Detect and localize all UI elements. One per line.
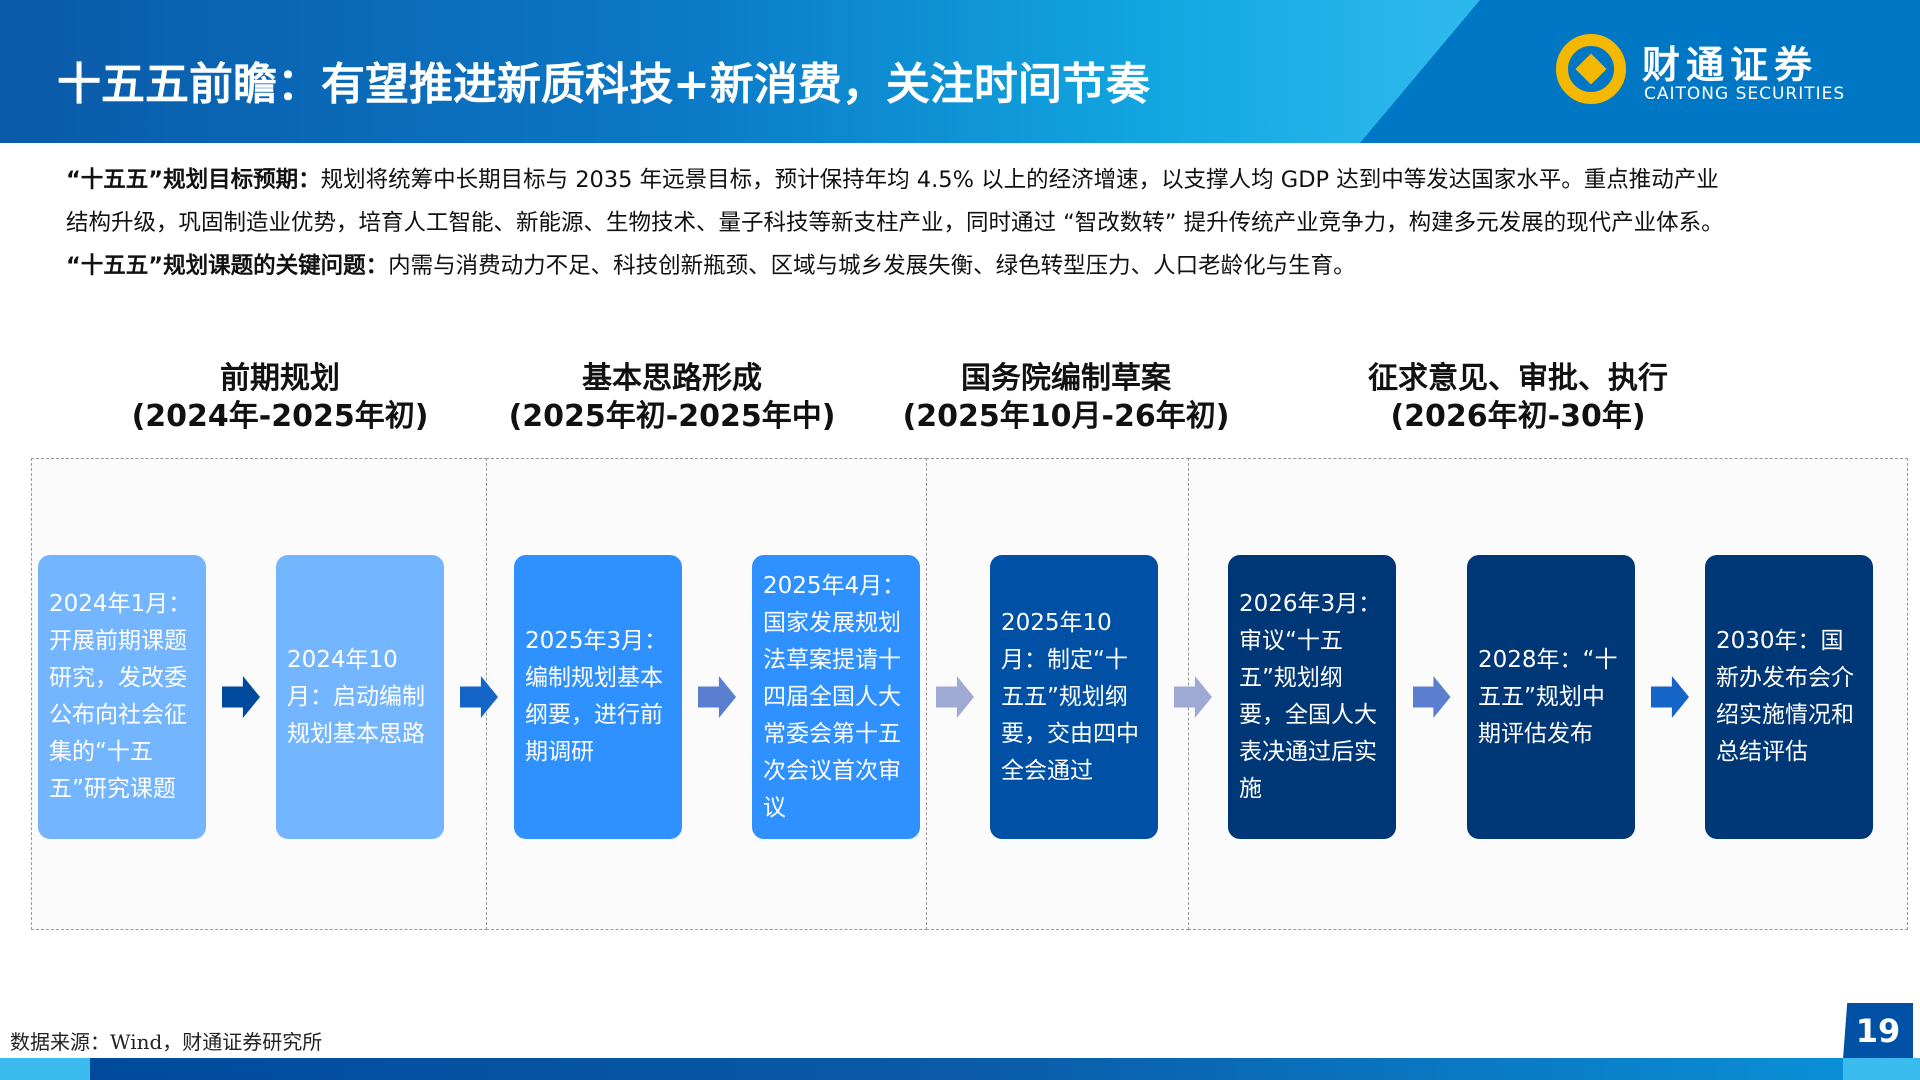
page-number: 19 [1843, 1003, 1913, 1059]
timeline-step: 2028年：“十五五”规划中期评估发布 [1467, 555, 1635, 839]
phase-name: 国务院编制草案 [961, 361, 1171, 396]
timeline-step: 2024年1月：开展前期课题研究，发改委公布向社会征集的“十五五”研究课题 [38, 555, 206, 839]
header-banner: 十五五前瞻：有望推进新质科技+新消费，关注时间节奏 财通证券 CAITONG S… [0, 0, 1920, 143]
phase-heading: 基本思路形成(2025年初-2025年中) [462, 360, 882, 436]
step-text: 2025年4月：国家发展规划法草案提请十四届全国人大常委会第十五次会议首次审议 [763, 572, 906, 821]
logo-en: CAITONG SECURITIES [1644, 84, 1846, 104]
phase-name: 前期规划 [220, 361, 340, 396]
logo-mark-icon [1556, 34, 1626, 104]
intro-line-1: “十五五”规划目标预期：规划将统筹中长期目标与 2035 年远景目标，预计保持年… [66, 162, 1719, 194]
phase-name: 征求意见、审批、执行 [1368, 361, 1668, 396]
step-text: 2024年10月：启动编制规划基本思路 [287, 646, 425, 747]
step-text: 2030年：国新办发布会介绍实施情况和总结评估 [1716, 628, 1854, 765]
timeline-step: 2030年：国新办发布会介绍实施情况和总结评估 [1705, 555, 1873, 839]
timeline-step: 2024年10月：启动编制规划基本思路 [276, 555, 444, 839]
step-text: 2028年：“十五五”规划中期评估发布 [1478, 646, 1618, 747]
step-text: 2025年3月：编制规划基本纲要，进行前期调研 [525, 628, 668, 765]
timeline-step: 2025年3月：编制规划基本纲要，进行前期调研 [514, 555, 682, 839]
step-text: 2025年10月：制定“十五五”规划纲要，交由四中全会通过 [1001, 609, 1139, 784]
phase-heading: 前期规划(2024年-2025年初) [70, 360, 490, 436]
data-source: 数据来源：Wind，财通证券研究所 [10, 1030, 323, 1054]
page-title: 十五五前瞻：有望推进新质科技+新消费，关注时间节奏 [57, 59, 1150, 110]
phase-heading: 征求意见、审批、执行(2026年初-30年) [1308, 360, 1728, 436]
step-text: 2024年1月：开展前期课题研究，发改委公布向社会征集的“十五五”研究课题 [49, 591, 192, 802]
phase-heading: 国务院编制草案(2025年10月-26年初) [856, 360, 1276, 436]
intro-heading-goals: “十五五”规划目标预期： [66, 167, 321, 193]
phase-period: (2024年-2025年初) [131, 399, 429, 434]
phase-period: (2025年10月-26年初) [902, 399, 1230, 434]
timeline-step: 2025年4月：国家发展规划法草案提请十四届全国人大常委会第十五次会议首次审议 [752, 555, 920, 839]
phase-period: (2026年初-30年) [1390, 399, 1646, 434]
timeline-step: 2025年10月：制定“十五五”规划纲要，交由四中全会通过 [990, 555, 1158, 839]
phase-name: 基本思路形成 [582, 361, 762, 396]
phase-period: (2025年初-2025年中) [508, 399, 836, 434]
intro-heading-issues: “十五五”规划课题的关键问题： [66, 253, 389, 279]
intro-text-1: 规划将统筹中长期目标与 2035 年远景目标，预计保持年均 4.5% 以上的经济… [320, 167, 1719, 193]
step-text: 2026年3月：审议“十五五”规划纲要，全国人大表决通过后实施 [1239, 591, 1382, 802]
caitong-logo: 财通证券 CAITONG SECURITIES [1556, 30, 1856, 110]
logo-cn: 财通证券 [1642, 42, 1819, 87]
footer-bar [0, 1058, 1920, 1080]
intro-line-3: “十五五”规划课题的关键问题：内需与消费动力不足、科技创新瓶颈、区域与城乡发展失… [66, 248, 1356, 280]
intro-text-3: 内需与消费动力不足、科技创新瓶颈、区域与城乡发展失衡、绿色转型压力、人口老龄化与… [388, 253, 1356, 279]
timeline-step: 2026年3月：审议“十五五”规划纲要，全国人大表决通过后实施 [1228, 555, 1396, 839]
intro-line-2: 结构升级，巩固制造业优势，培育人工智能、新能源、生物技术、量子科技等新支柱产业，… [66, 210, 1724, 236]
